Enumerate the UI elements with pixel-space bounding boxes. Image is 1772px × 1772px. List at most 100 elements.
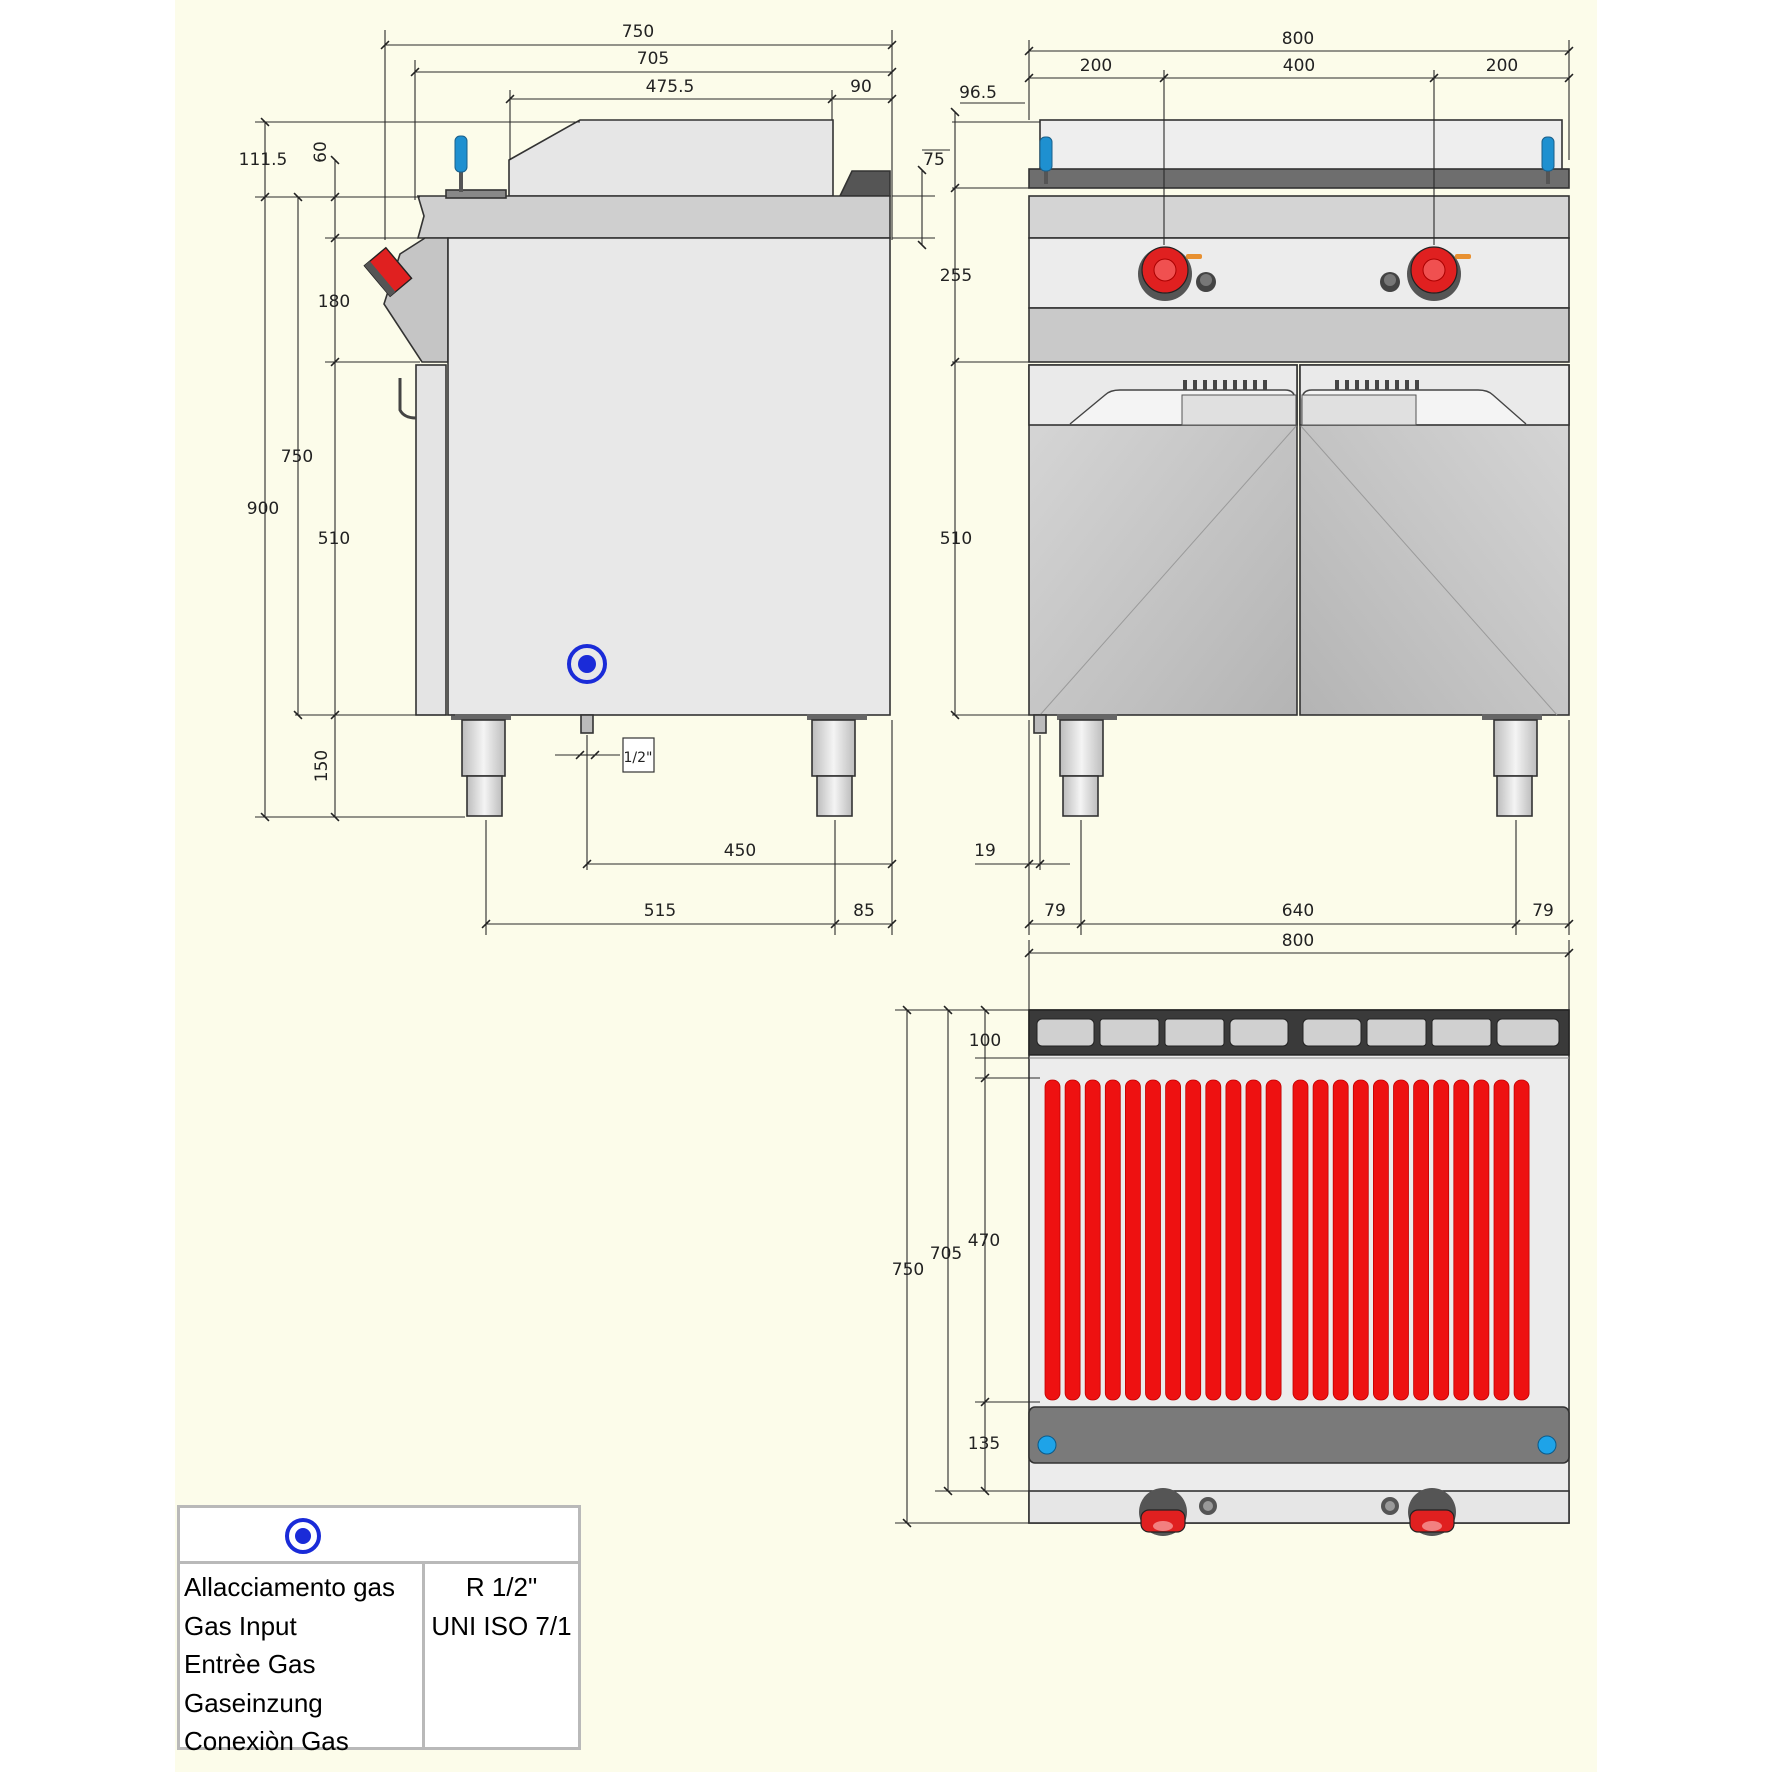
- side-knob-icon: [363, 246, 413, 298]
- front-lid-rim: [1028, 168, 1570, 189]
- dim-side-750: 750: [622, 22, 654, 42]
- dim-side-90: 90: [850, 77, 872, 97]
- grill-bar: [1332, 1079, 1349, 1401]
- front-leg-left: [1057, 714, 1117, 817]
- top-tray-plug-left-icon: [1037, 1435, 1057, 1455]
- dim-front-79-right: 79: [1532, 901, 1554, 921]
- dim-side-60: 60: [311, 141, 331, 163]
- front-door-right-crease: [1299, 424, 1558, 716]
- side-handle-grip: [454, 135, 468, 173]
- front-vent-slots-right: [1335, 380, 1419, 390]
- legend-label-fr: Entrèe Gas: [184, 1649, 316, 1679]
- dim-side-150: 150: [312, 750, 332, 782]
- legend-header: [180, 1508, 578, 1564]
- dim-side-750-height: 750: [281, 447, 313, 467]
- side-handle-base: [445, 189, 507, 199]
- legend-labels: Allacciamento gas Gas Input Entrèe Gas G…: [180, 1564, 425, 1756]
- grill-bar: [1352, 1079, 1369, 1401]
- front-pilot-right-icon: [1380, 272, 1400, 292]
- front-door-right-handle-grip: [1301, 394, 1417, 426]
- side-top-surface: [416, 195, 891, 239]
- grill-bar: [1185, 1079, 1202, 1401]
- top-pilot-right-icon: [1381, 1497, 1399, 1515]
- top-grease-tray: [1028, 1406, 1570, 1464]
- side-hook: [398, 378, 417, 420]
- dim-side-515: 515: [644, 901, 676, 921]
- grill-bar: [1393, 1079, 1409, 1401]
- legend-label-es: Conexiòn Gas: [184, 1726, 349, 1756]
- gas-legend-table: Allacciamento gas Gas Input Entrèe Gas G…: [177, 1505, 581, 1756]
- top-grill-bars: [1044, 1079, 1530, 1401]
- side-pipe-label-box: [622, 737, 655, 773]
- dim-front-640: 640: [1282, 901, 1314, 921]
- dim-front-200-right: 200: [1486, 56, 1518, 76]
- top-knob-left-icon: [1139, 1488, 1187, 1536]
- top-dimensions: [895, 940, 1574, 1528]
- front-knob-right-icon: [1407, 246, 1471, 301]
- dim-side-75: 75: [923, 150, 945, 170]
- dim-side-450: 450: [724, 841, 756, 861]
- dim-side-900: 900: [247, 499, 279, 519]
- front-lid: [1039, 119, 1563, 171]
- dim-front-510: 510: [940, 529, 972, 549]
- top-tray-plug-right-icon: [1537, 1435, 1557, 1455]
- grill-bar: [1125, 1079, 1141, 1401]
- legend-label-de: Gaseinzung: [184, 1687, 323, 1718]
- dim-side-475-5: 475.5: [646, 77, 695, 97]
- front-control-panel: [1028, 237, 1570, 309]
- legend-label-en: Gas Input: [184, 1610, 297, 1641]
- gas-connection-icon: [567, 644, 607, 684]
- front-door-left-handle-grip: [1181, 394, 1297, 426]
- grill-bar: [1084, 1079, 1101, 1401]
- front-handle-left-icon: [1039, 136, 1053, 184]
- front-knob-left-icon: [1138, 246, 1202, 301]
- top-pilot-left-icon: [1199, 1497, 1217, 1515]
- grill-bar: [1064, 1079, 1081, 1401]
- grill-bar: [1265, 1079, 1282, 1401]
- dim-front-255: 255: [940, 266, 972, 286]
- side-leg-rear: [807, 714, 867, 817]
- grill-bar: [1493, 1079, 1510, 1401]
- front-door-left-crease: [1039, 424, 1298, 716]
- gas-connection-icon: [285, 1518, 321, 1554]
- side-view: [363, 119, 891, 817]
- grill-bar: [1165, 1079, 1181, 1401]
- grill-bar: [1473, 1079, 1490, 1401]
- grill-bar: [1312, 1079, 1329, 1401]
- top-knob-right-icon: [1408, 1488, 1456, 1536]
- grill-bar: [1245, 1079, 1262, 1401]
- grill-bar: [1104, 1079, 1121, 1401]
- side-lid: [508, 119, 834, 197]
- dim-front-800: 800: [1282, 29, 1314, 49]
- dim-side-pipe: 1/2": [624, 750, 653, 766]
- top-control-strip: [1028, 1490, 1570, 1524]
- side-leg-front: [451, 714, 511, 817]
- top-back-rail-slots: [1036, 1018, 1560, 1047]
- side-handle-stem: [459, 168, 463, 192]
- dim-front-19: 19: [974, 841, 996, 861]
- legend-value-standard: UNI ISO 7/1: [431, 1610, 572, 1641]
- grill-bar: [1453, 1079, 1470, 1401]
- front-lower-band: [1028, 307, 1570, 363]
- dim-top-100: 100: [969, 1031, 1001, 1051]
- dim-top-470: 470: [968, 1231, 1000, 1251]
- dim-side-510: 510: [318, 529, 350, 549]
- grill-bar: [1373, 1079, 1389, 1401]
- dim-top-800: 800: [1282, 931, 1314, 951]
- side-front-strip: [415, 364, 447, 716]
- front-leg-right: [1482, 714, 1542, 817]
- legend-values: R 1/2" UNI ISO 7/1: [425, 1564, 578, 1750]
- front-dimension-labels: 800 200 400 200 96.5 255 510 19 79 640 7…: [940, 29, 1554, 921]
- grill-bar: [1044, 1079, 1061, 1401]
- front-dimensions: [950, 40, 1574, 935]
- side-dimensions: [255, 30, 950, 935]
- dim-side-705: 705: [637, 49, 669, 69]
- side-gas-pipe: [580, 714, 594, 734]
- dim-top-135: 135: [968, 1434, 1000, 1454]
- front-pilot-left-icon: [1196, 272, 1216, 292]
- legend-label-it: Allacciamento gas: [184, 1572, 395, 1602]
- grill-bar: [1205, 1079, 1222, 1401]
- dim-side-180: 180: [318, 292, 350, 312]
- grill-bar: [1433, 1079, 1450, 1401]
- legend-value-thread: R 1/2": [465, 1572, 538, 1602]
